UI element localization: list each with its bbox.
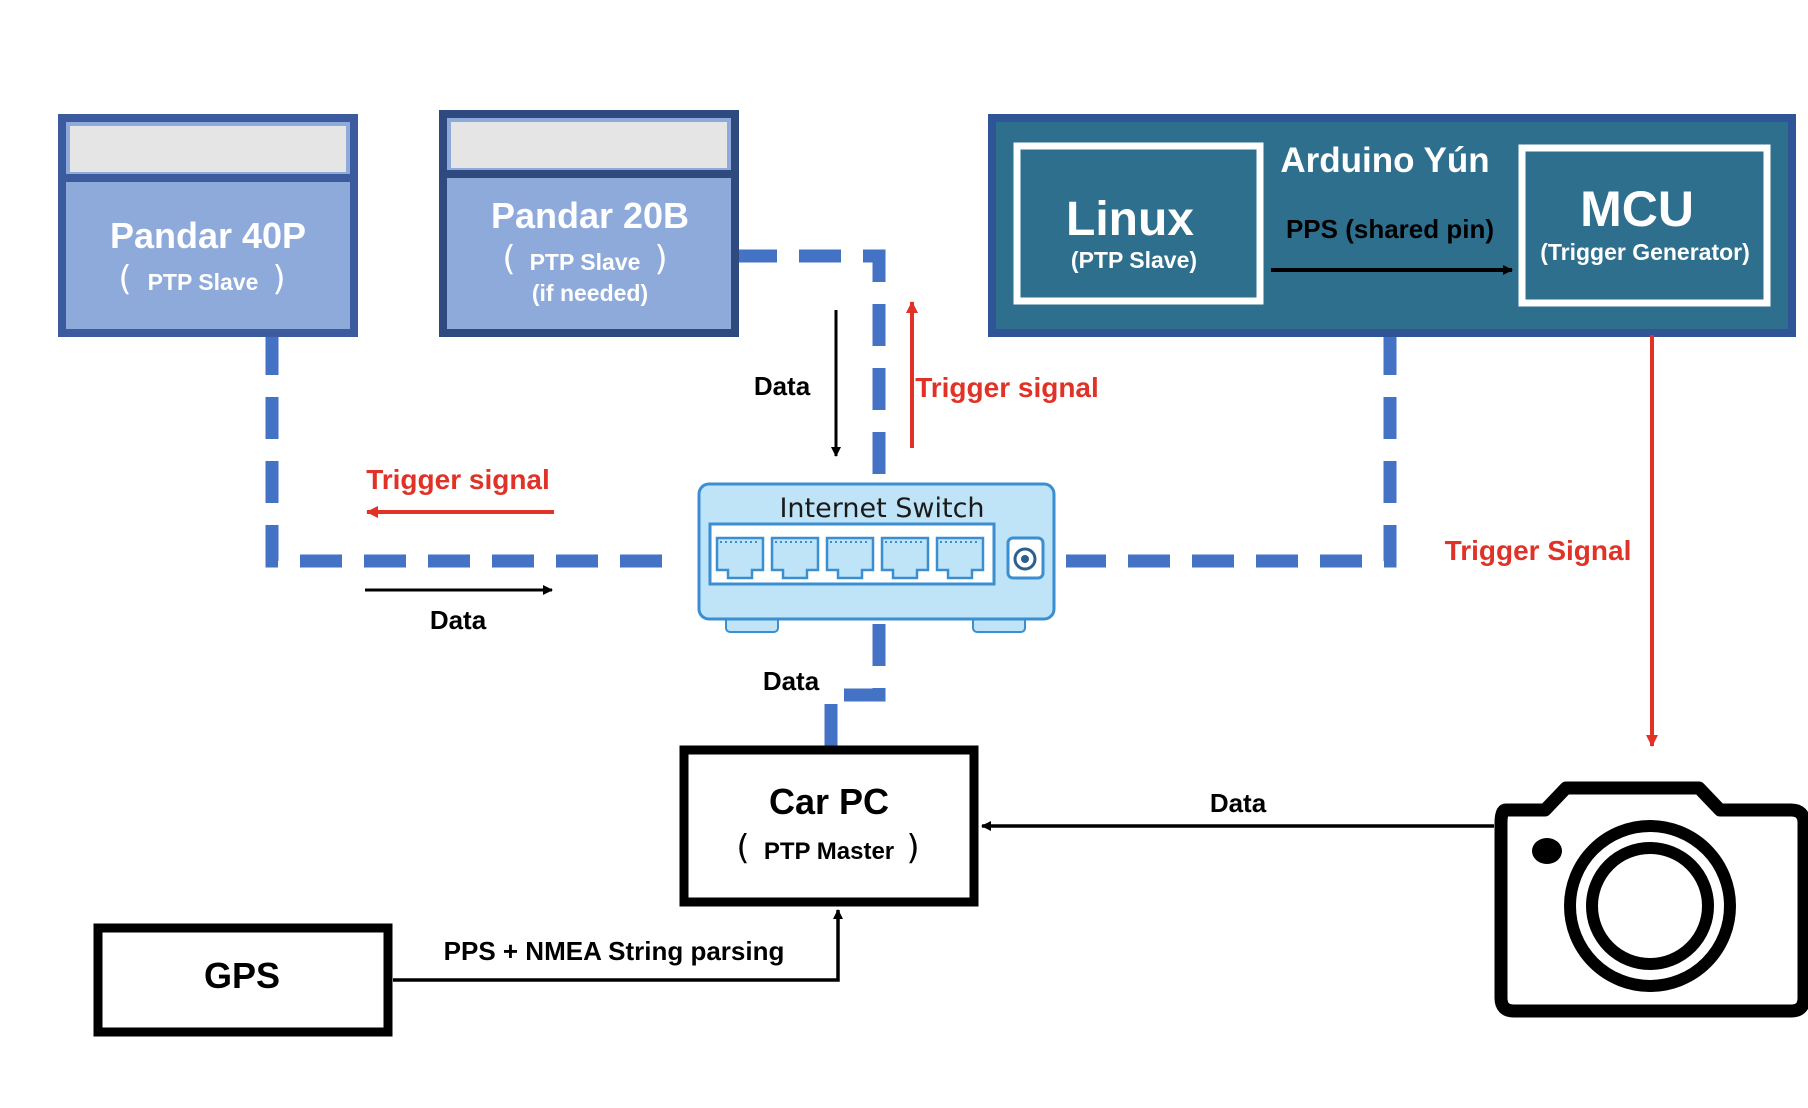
trigger-label-camera: Trigger Signal: [1445, 535, 1632, 566]
pandar-20b-paren-open: (: [502, 239, 515, 279]
link-40p-switch: [265, 333, 680, 568]
mcu-box: MCU (Trigger Generator): [1518, 144, 1771, 307]
linux-title: Linux: [1066, 193, 1194, 246]
pandar-20b-role: PTP Slave: [530, 249, 641, 275]
trigger-label-20b: Trigger signal: [915, 372, 1099, 403]
data-label-20b: Data: [754, 371, 811, 401]
switch-port-3: [825, 536, 875, 580]
mcu-title: MCU: [1580, 181, 1694, 237]
gps-node: GPS: [93, 923, 393, 1037]
switch-title: Internet Switch: [779, 493, 984, 524]
link-20b-switch: [735, 249, 886, 480]
pps-shared-pin-label: PPS (shared pin): [1286, 214, 1494, 244]
data-label-switch-carpc: Data: [763, 666, 820, 696]
gps-link-label: PPS + NMEA String parsing: [444, 936, 785, 966]
car-pc-role: PTP Master: [764, 838, 894, 865]
pandar-40p-paren-open: (: [118, 259, 131, 299]
switch-port-5: [935, 536, 985, 580]
pandar-40p-role: PTP Slave: [148, 269, 259, 295]
ethernet-switch-icon: [708, 522, 1045, 586]
switch-port-4: [880, 536, 930, 580]
data-label-camera: Data: [1210, 788, 1267, 818]
gps-to-carpc-arrow: [393, 909, 843, 982]
pandar-20b-note: (if needed): [532, 280, 648, 306]
mcu-role: (Trigger Generator): [1540, 239, 1750, 265]
trigger-label-40p: Trigger signal: [366, 464, 550, 495]
linux-box: Linux (PTP Slave): [1013, 142, 1264, 305]
pandar-40p-node: Pandar 40P ( PTP Slave ): [58, 114, 358, 337]
pandar-20b-title: Pandar 20B: [491, 195, 689, 236]
link-switch-carpc: [824, 624, 886, 755]
arduino-title: Arduino Yún: [1280, 141, 1489, 180]
pandar-40p-paren-close: ): [272, 259, 285, 299]
linux-role: (PTP Slave): [1071, 247, 1197, 273]
data-label-40p: Data: [430, 605, 487, 635]
camera-icon: [1494, 781, 1808, 1018]
pandar-20b-paren-close: ): [654, 239, 667, 279]
switch-port-2: [770, 536, 820, 580]
gps-title: GPS: [204, 955, 280, 996]
pandar-40p-title: Pandar 40P: [110, 215, 306, 256]
car-pc-paren-close: ): [906, 828, 919, 868]
car-pc-paren-open: (: [736, 828, 749, 868]
network-links: [265, 249, 1397, 755]
car-pc-node: Car PC ( PTP Master ): [679, 745, 979, 907]
arduino-yun-node: Arduino Yún Linux (PTP Slave) MCU (Trigg…: [988, 114, 1796, 337]
pandar-20b-node: Pandar 20B ( PTP Slave ) (if needed): [439, 110, 739, 337]
switch-port-1: [715, 536, 765, 580]
car-pc-title: Car PC: [769, 781, 889, 822]
internet-switch-node: Internet Switch: [697, 482, 1056, 633]
link-arduino-switch: [1066, 333, 1397, 568]
